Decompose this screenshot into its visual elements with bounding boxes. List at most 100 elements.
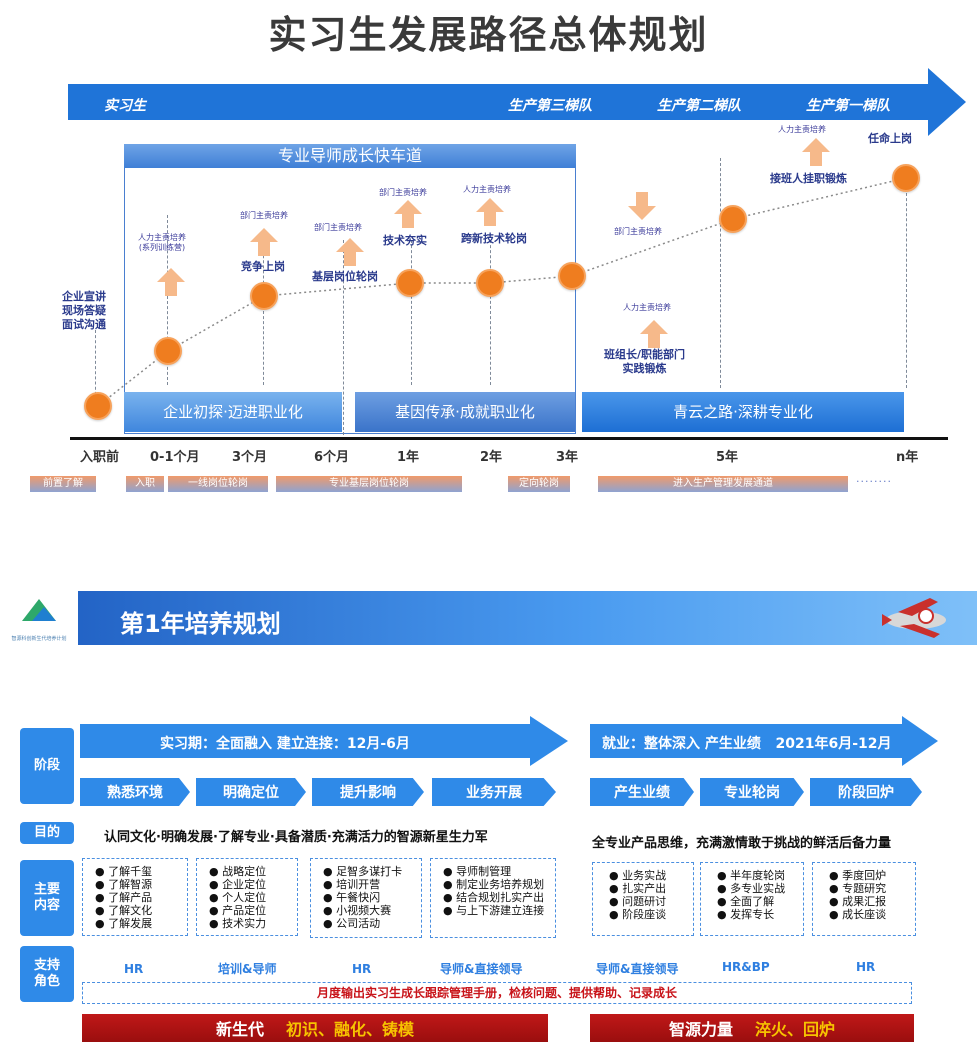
sub-stage: 阶段回炉 xyxy=(810,778,922,806)
content-item: ● 结合规划扎实产出 xyxy=(443,891,545,904)
rotation-bar: 一线岗位轮岗 xyxy=(168,476,268,492)
footer-right-title: 智源力量 xyxy=(668,1020,733,1039)
content-item: ● 阶段座谈 xyxy=(609,908,667,921)
support-note: 月度输出实习生成长跟踪管理手册，检核问题、提供帮助、记录成长 xyxy=(82,982,912,1004)
tick-label: 3年 xyxy=(556,450,579,465)
footer-left-keywords: 初识、融化、铸模 xyxy=(286,1020,415,1039)
node-label: 基层岗位轮岗 xyxy=(312,270,378,283)
content-item: ● 成果汇报 xyxy=(829,895,887,908)
content-box: ● 战略定位 ● 企业定位 ● 个人定位 ● 产品定位 ● 技术实力 xyxy=(196,858,298,936)
level-second-tier: 生产第二梯队 xyxy=(657,98,741,114)
tick-label: 6个月 xyxy=(314,450,350,465)
content-item: ● 企业定位 xyxy=(209,878,267,891)
content-item: ● 了解产品 xyxy=(95,891,153,904)
timeline-guide xyxy=(411,240,412,385)
content-item: ● 季度回炉 xyxy=(829,869,887,882)
sub-stage: 专业轮岗 xyxy=(700,778,804,806)
sub-stage: 提升影响 xyxy=(312,778,424,806)
training-arrows xyxy=(157,138,830,348)
milestone-dot xyxy=(892,164,920,192)
footer-bar-newgen: 新生代 初识、融化、铸模 xyxy=(82,1014,548,1042)
content-item: ● 扎实产出 xyxy=(609,882,667,895)
rotation-bar: 定向轮岗 xyxy=(508,476,570,492)
content-item: ● 全面了解 xyxy=(717,895,775,908)
rotation-bar: 专业基层岗位轮岗 xyxy=(276,476,462,492)
content-item: ● 与上下游建立连接 xyxy=(443,904,545,917)
milestone-dot xyxy=(84,392,112,420)
content-item: ● 半年度轮岗 xyxy=(717,869,786,882)
timeline-guide xyxy=(720,158,721,388)
row-head-content: 主要 内容 xyxy=(20,860,74,936)
node-tag: 部门主责培养 xyxy=(614,227,662,236)
content-item: ● 了解智源 xyxy=(95,878,153,891)
support-role: 导师&直接领导 xyxy=(596,962,679,976)
rotation-bar: 前置了解 xyxy=(30,476,96,492)
support-role: HR xyxy=(856,960,876,974)
rotation-more: ........ xyxy=(856,472,892,485)
milestone-dot xyxy=(558,262,586,290)
logo-caption: 智源科创新生代培养计划 xyxy=(11,636,67,642)
node-tag: 部门主责培养 xyxy=(240,211,288,220)
content-item: ● 公司活动 xyxy=(323,917,381,930)
node-label: 竞争上岗 xyxy=(241,260,285,273)
mountain-logo-icon xyxy=(22,599,56,621)
level-third-tier: 生产第三梯队 xyxy=(508,98,592,114)
support-role: HR xyxy=(352,962,372,976)
stage-arrow-internship xyxy=(80,716,568,766)
content-item: ● 了解发展 xyxy=(95,917,153,930)
milestone-dot xyxy=(476,269,504,297)
page-title: 实习生发展路径总体规划 xyxy=(268,13,709,57)
content-item: ● 专题研究 xyxy=(829,882,887,895)
sub-stage: 熟悉环境 xyxy=(80,778,190,806)
support-role: 培训&导师 xyxy=(218,962,277,976)
row-head-goal: 目的 xyxy=(20,822,74,844)
node-label: 跨新技术轮岗 xyxy=(461,232,527,245)
rotation-bar: 入职 xyxy=(126,476,164,492)
timeline-guide xyxy=(167,215,168,385)
node-tag: 人力主责培养 xyxy=(778,125,826,134)
support-role: HR&BP xyxy=(722,960,770,974)
stage-arrow-employment xyxy=(590,716,938,766)
timeline-guide xyxy=(906,188,907,388)
content-item: ● 技术实力 xyxy=(209,917,267,930)
content-item: ● 战略定位 xyxy=(209,865,267,878)
sub-stage: 明确定位 xyxy=(196,778,306,806)
footer-right-keywords: 淬火、回炉 xyxy=(755,1020,836,1039)
tick-label: 1年 xyxy=(397,450,420,465)
phase-bar-1: 企业初探·迈进职业化 xyxy=(124,392,342,432)
tick-label: 2年 xyxy=(480,450,503,465)
level-intern: 实习生 xyxy=(104,98,146,114)
tick-label: 入职前 xyxy=(80,450,120,465)
row-head-support: 支持 角色 xyxy=(20,946,74,1002)
node-label: 任命上岗 xyxy=(868,132,912,145)
content-item: ● 业务实战 xyxy=(609,869,667,882)
node-tag: 人力主责培养 xyxy=(623,303,671,312)
stage-employment-label: 就业：整体深入 产生业绩 2021年6月-12月 xyxy=(602,736,892,752)
footer-bar-power: 智源力量 淬火、回炉 xyxy=(590,1014,914,1042)
content-item: ● 问题研讨 xyxy=(609,895,667,908)
row-head-stage: 阶段 xyxy=(20,728,74,804)
sub-stage: 产生业绩 xyxy=(590,778,694,806)
airplane-icon xyxy=(882,598,946,638)
node-label: 技术夯实 xyxy=(383,234,427,247)
support-role: HR xyxy=(124,962,144,976)
phase-bar-2: 基因传承·成就职业化 xyxy=(355,392,575,432)
tick-label: n年 xyxy=(896,450,919,465)
section-title: 第1年培养规划 xyxy=(120,610,281,638)
timeline-guide xyxy=(343,240,344,435)
content-item: ● 制定业务培养规划 xyxy=(443,878,545,891)
milestone-dot xyxy=(396,269,424,297)
timeline-axis xyxy=(70,437,948,440)
content-item: ● 午餐快闪 xyxy=(323,891,381,904)
footer-left-title: 新生代 xyxy=(215,1020,264,1039)
tick-label: 3个月 xyxy=(232,450,268,465)
node-tag: 部门主责培养 xyxy=(379,188,427,197)
content-item: ● 小视频大赛 xyxy=(323,904,392,917)
tick-label: 0-1个月 xyxy=(150,450,200,465)
node-tag: 人力主责培养 xyxy=(463,185,511,194)
growth-trend-line xyxy=(97,177,907,407)
node-pre-entry-text: 企业宣讲 现场答疑 面试沟通 xyxy=(62,290,106,331)
section-banner xyxy=(0,591,977,645)
content-box: ● 季度回炉 ● 专题研究 ● 成果汇报 ● 成长座谈 xyxy=(812,862,916,936)
logo-area: 智源科创新生代培养计划 xyxy=(0,591,78,645)
